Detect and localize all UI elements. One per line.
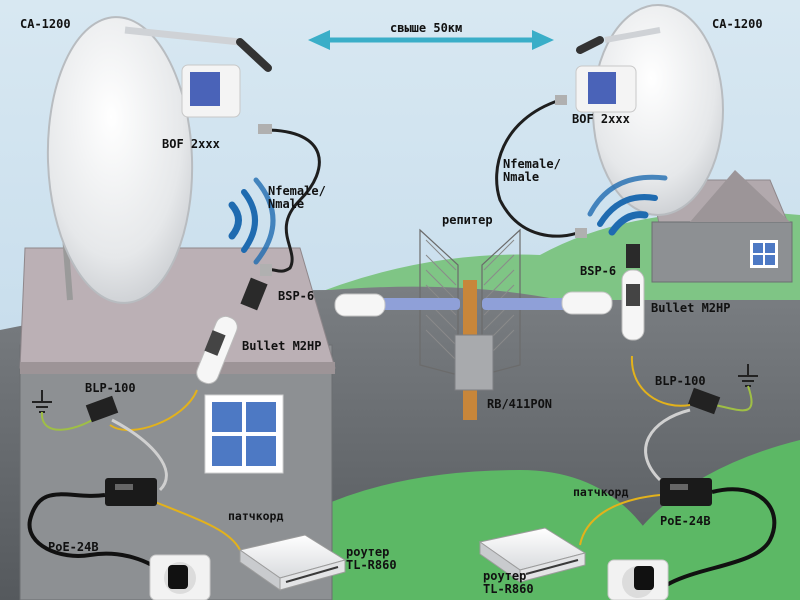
- bsp-right-label: BSP-6: [580, 264, 617, 278]
- cable-right-label-2: Nmale: [503, 170, 540, 184]
- right-ground-wire: [714, 385, 753, 412]
- feed-left-label: BOF 2xxx: [162, 137, 220, 151]
- left-blp100: [85, 395, 119, 423]
- router-left-label-1: роутер: [346, 545, 390, 559]
- right-blp100: [687, 387, 721, 415]
- left-cable-connector-top: [258, 124, 272, 134]
- left-power-socket: [149, 554, 211, 600]
- repeater-board-label: RB/411PON: [487, 397, 553, 411]
- cable-left-label-2: Nmale: [268, 197, 305, 211]
- poe-left-label: PoE-24B: [48, 540, 99, 554]
- bullet-left-label: Bullet M2HP: [242, 339, 322, 353]
- right-power-cord: [658, 487, 777, 592]
- left-coax-cable: [264, 128, 321, 273]
- router-right-label-1: роутер: [483, 569, 527, 583]
- left-router: [238, 534, 347, 591]
- right-cable-connector-top: [555, 95, 567, 105]
- antenna-left-label: CA-1200: [20, 17, 71, 31]
- bsp-left-label: BSP-6: [278, 289, 315, 303]
- right-signal-waves: [587, 174, 668, 236]
- blp-right-label: BLP-100: [655, 374, 706, 388]
- right-coax-cable: [495, 98, 581, 238]
- left-lan-cable-upper: [109, 389, 198, 431]
- patch-right-label: патчкорд: [573, 485, 629, 499]
- router-left-label-2: TL-R860: [346, 558, 397, 572]
- left-bsp6-bullet: [196, 277, 268, 385]
- left-poe-cable: [111, 418, 168, 492]
- right-router: [478, 527, 587, 583]
- right-lan-cable-upper: [630, 355, 691, 407]
- right-bsp6-bullet: [621, 244, 645, 341]
- right-poe-injector: [660, 478, 712, 506]
- cable-left-label-1: Nfemale/: [268, 184, 326, 198]
- left-cable-connector-bottom: [260, 264, 272, 276]
- repeater-mast: [334, 228, 613, 420]
- right-house: [649, 170, 793, 283]
- distance-label: свыше 50км: [390, 21, 463, 35]
- patch-left-label: патчкорд: [228, 509, 284, 523]
- right-dish-antenna: [575, 4, 724, 216]
- distance-arrow: [308, 30, 554, 50]
- left-patchcord: [149, 499, 241, 551]
- left-poe-injector: [105, 478, 157, 506]
- bullet-right-label: Bullet M2HP: [651, 301, 731, 315]
- antenna-right-label: CA-1200: [712, 17, 763, 31]
- right-cable-connector-bottom: [575, 228, 587, 238]
- right-poe-cable: [644, 408, 691, 482]
- left-dish-antenna: [46, 16, 272, 304]
- router-right-label-2: TL-R860: [483, 582, 534, 596]
- left-signal-waves: [228, 177, 276, 265]
- poe-right-label: PoE-24B: [660, 514, 711, 528]
- left-power-cord: [27, 492, 167, 577]
- feed-right-label: BOF 2xxx: [572, 112, 630, 126]
- blp-left-label: BLP-100: [85, 381, 136, 395]
- right-power-socket: [607, 559, 669, 600]
- right-patchcord: [579, 494, 661, 546]
- repeater-label: репитер: [442, 213, 493, 227]
- cable-right-label-1: Nfemale/: [503, 157, 561, 171]
